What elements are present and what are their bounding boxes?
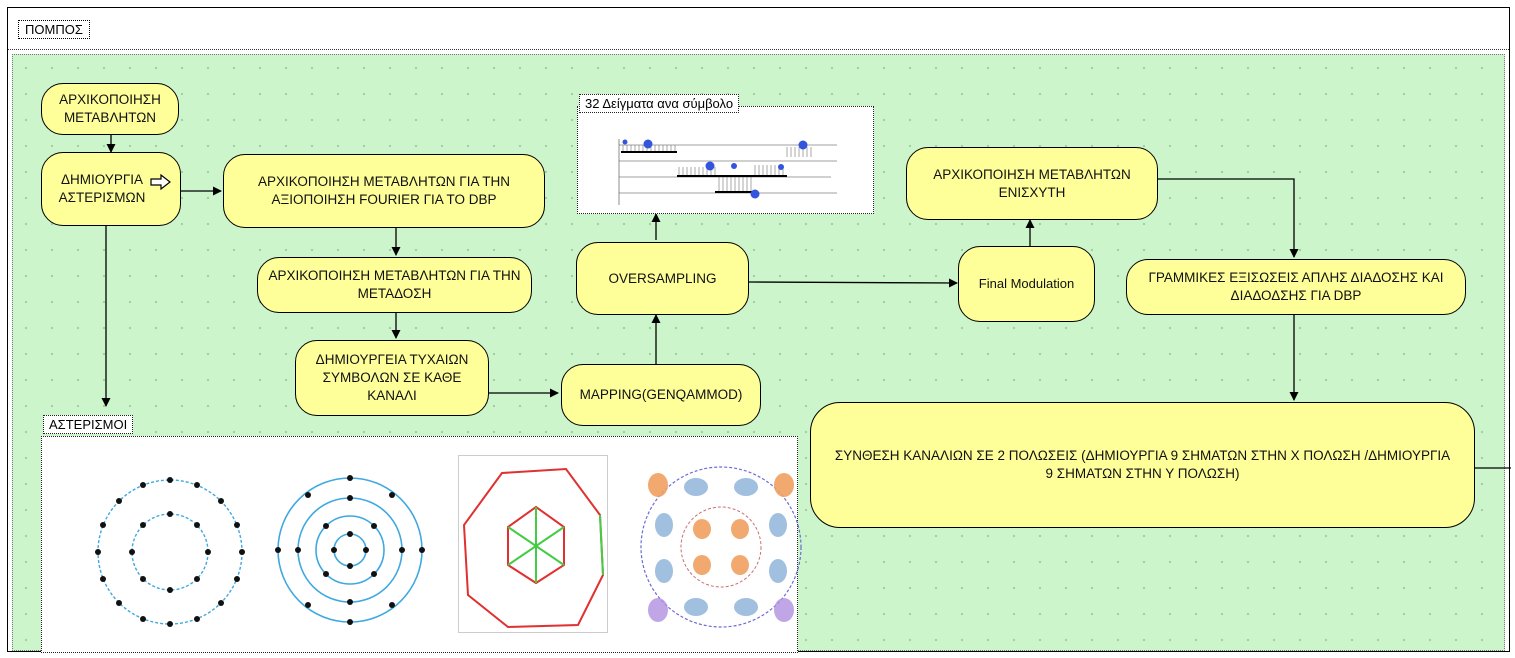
node-init-amplifier-label: ΑΡΧΙΚΟΠΟΙΗΣΗ ΜΕΤΑΒΛΗΤΩΝ ΕΝΙΣΧΥΤΗ bbox=[933, 166, 1131, 200]
group-samples-per-symbol bbox=[577, 106, 874, 214]
pool-label: ΠΟΜΠΟΣ bbox=[18, 20, 90, 39]
node-synthesis-label: ΣΥΝΘΕΣΗ ΚΑΝΑΛΙΩΝ ΣΕ 2 ΠΟΛΩΣΕΙΣ (ΔΗΜΙΟΥΡΓ… bbox=[834, 448, 1451, 481]
flow-connectors bbox=[101, 135, 1511, 469]
node-init-fourier-label: ΑΡΧΙΚΟΠΟΙΗΣΗ ΜΕΤΑΒΛΗΤΩΝ ΓΙΑ ΤΗΝ ΑΞΙΟΠΟΙΗ… bbox=[257, 174, 510, 207]
constellation-elliptical-image bbox=[640, 466, 802, 628]
node-random-symbols[interactable]: ΔΗΜΙΟΥΡΓΕΙΑ ΤΥΧΑΙΩΝ ΣΥΜΒΟΛΩΝ ΣΕ ΚΑΘΕ ΚΑΝ… bbox=[295, 340, 489, 416]
node-init-transmission-label: ΑΡΧΙΚΟΠΟΙΗΣΗ ΜΕΤΑΒΛΗΤΩΝ ΓΙΑ ΤΗΝ ΜΕΤΑΔΟΣΗ bbox=[268, 268, 521, 301]
constellation-rings-4-image bbox=[275, 475, 425, 625]
node-create-constellations-label: ΔΗΜΙΟΥΡΓΙΑ ΑΣΤΕΡΙΣΜΩΝ bbox=[58, 172, 146, 205]
node-init-vars[interactable]: ΑΡΧΙΚΟΠΟΙΗΣΗ ΜΕΤΑΒΛΗΤΩΝ bbox=[41, 83, 179, 135]
node-init-amplifier[interactable]: ΑΡΧΙΚΟΠΟΙΗΣΗ ΜΕΤΑΒΛΗΤΩΝ ΕΝΙΣΧΥΤΗ bbox=[906, 147, 1158, 220]
edge-oversampling-to-finalmod bbox=[748, 278, 958, 288]
constellation-ring-8-16-image bbox=[95, 477, 245, 627]
node-random-symbols-label: ΔΗΜΙΟΥΡΓΕΙΑ ΤΥΧΑΙΩΝ ΣΥΜΒΟΛΩΝ ΣΕ ΚΑΘΕ ΚΑΝ… bbox=[315, 352, 469, 403]
pool-frame: ΠΟΜΠΟΣ ΑΡΧΙΚΟΠΟΙΗΣΗ ΜΕΤΑΒΛΗΤΩΝ bbox=[7, 7, 1511, 653]
node-init-vars-label: ΑΡΧΙΚΟΠΟΙΗΣΗ ΜΕΤΑΒΛΗΤΩΝ bbox=[59, 92, 161, 125]
node-init-transmission[interactable]: ΑΡΧΙΚΟΠΟΙΗΣΗ ΜΕΤΑΒΛΗΤΩΝ ΓΙΑ ΤΗΝ ΜΕΤΑΔΟΣΗ bbox=[257, 257, 532, 313]
node-final-modulation[interactable]: Final Modulation bbox=[958, 246, 1095, 322]
node-mapping[interactable]: MAPPING(GENQAMMOD) bbox=[561, 364, 761, 426]
pool-header: ΠΟΜΠΟΣ bbox=[8, 8, 1509, 50]
constellation-polygon-image bbox=[458, 455, 608, 633]
node-synthesis[interactable]: ΣΥΝΘΕΣΗ ΚΑΝΑΛΙΩΝ ΣΕ 2 ΠΟΛΩΣΕΙΣ (ΔΗΜΙΟΥΡΓ… bbox=[810, 402, 1475, 528]
node-oversampling-label: OVERSAMPLING bbox=[608, 270, 717, 286]
node-linear-equations-label: ΓΡΑΜΜΙΚΕΣ ΕΞΙΣΩΣΕΙΣ ΑΠΛΗΣ ΔΙΑΔΟΣΗΣ ΚΑΙ Δ… bbox=[1148, 270, 1444, 303]
node-init-fourier[interactable]: ΑΡΧΙΚΟΠΟΙΗΣΗ ΜΕΤΑΒΛΗΤΩΝ ΓΙΑ ΤΗΝ ΑΞΙΟΠΟΙΗ… bbox=[223, 154, 545, 228]
node-linear-equations[interactable]: ΓΡΑΜΜΙΚΕΣ ΕΞΙΣΩΣΕΙΣ ΑΠΛΗΣ ΔΙΑΔΟΣΗΣ ΚΑΙ Δ… bbox=[1126, 259, 1466, 315]
edge-initamp-to-lineareq bbox=[1158, 178, 1299, 258]
group-samples-label: 32 Δείγματα ανα σύμβολο bbox=[579, 94, 740, 113]
node-mapping-label: MAPPING(GENQAMMOD) bbox=[579, 387, 743, 402]
node-oversampling[interactable]: OVERSAMPLING bbox=[576, 242, 749, 315]
node-create-constellations[interactable]: ΔΗΜΙΟΥΡΓΙΑ ΑΣΤΕΡΙΣΜΩΝ bbox=[41, 152, 181, 226]
oversampled-signal-image bbox=[618, 139, 837, 205]
group-constellations bbox=[41, 436, 802, 653]
node-final-modulation-label: Final Modulation bbox=[978, 276, 1075, 291]
group-constellations-label: ΑΣΤΕΡΙΣΜΟΙ bbox=[43, 415, 134, 434]
subprocess-arrow-icon bbox=[150, 174, 171, 190]
